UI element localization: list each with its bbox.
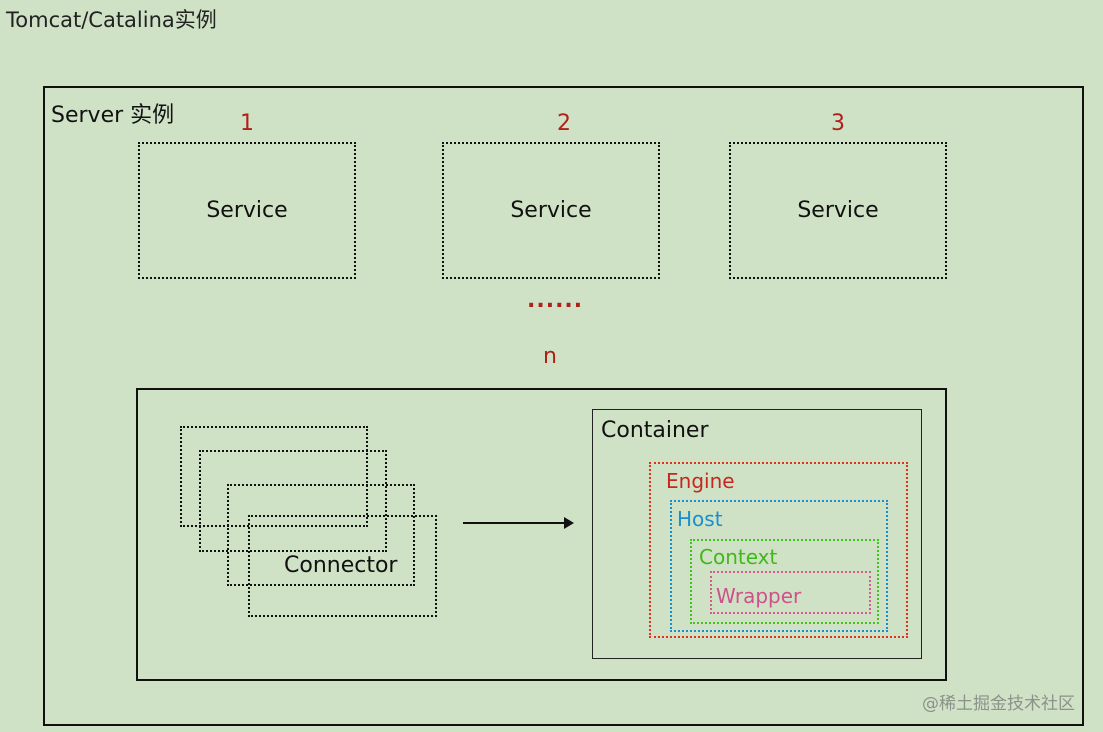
service-label: Service <box>510 198 592 223</box>
service-number-1: 1 <box>240 111 254 136</box>
connector-rect-2 <box>199 450 387 552</box>
service-box-1: Service <box>138 142 356 279</box>
server-box <box>43 86 1084 726</box>
context-label: Context <box>699 545 778 569</box>
service-box-3: Service <box>729 142 947 279</box>
server-label: Server 实例 <box>51 103 175 128</box>
connector-rect-3 <box>227 484 415 586</box>
wrapper-box <box>710 571 871 614</box>
engine-box <box>649 462 908 638</box>
service-box-2: Service <box>442 142 660 279</box>
page-title: Tomcat/Catalina实例 <box>6 8 217 32</box>
connector-to-container-arrow <box>463 517 574 529</box>
context-box <box>690 539 879 624</box>
host-box <box>670 500 888 632</box>
connector-rect-4 <box>248 515 437 617</box>
connector-label: Connector <box>284 553 398 578</box>
connector-rect-1 <box>180 426 368 527</box>
host-label: Host <box>677 507 723 531</box>
wrapper-label: Wrapper <box>716 584 802 608</box>
service-label: Service <box>206 198 288 223</box>
service-detail-box <box>136 388 947 681</box>
engine-label: Engine <box>666 469 735 493</box>
container-box <box>592 409 922 659</box>
service-number-3: 3 <box>831 111 845 136</box>
watermark: @稀土掘金技术社区 <box>922 694 1075 714</box>
service-label: Service <box>797 198 879 223</box>
service-n-label: n <box>543 344 557 369</box>
container-label: Container <box>601 418 709 443</box>
ellipsis: ...... <box>527 288 584 313</box>
service-number-2: 2 <box>557 111 571 136</box>
